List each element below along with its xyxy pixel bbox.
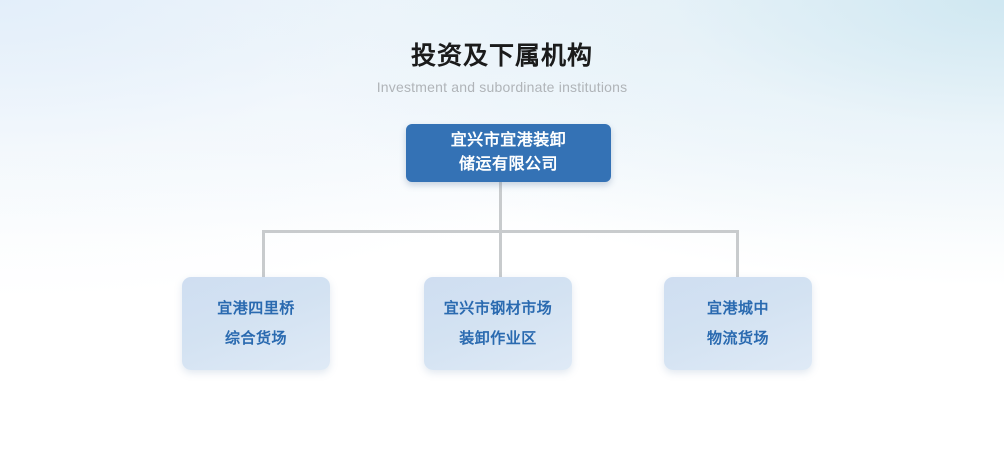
org-node-root-line-1: 宜兴市宜港装卸: [450, 132, 567, 149]
page-subtitle: Investment and subordinate institutions: [376, 79, 628, 95]
org-node-child-1-line-1: 宜港四里桥: [217, 299, 295, 317]
org-node-child-2-line-2: 装卸作业区: [459, 329, 537, 347]
page-header: 投资及下属机构 Investment and subordinate insti…: [0, 40, 1004, 96]
connector-drop-left: [262, 230, 265, 278]
connector-stem-center: [499, 182, 502, 278]
org-node-root-line-2: 储运有限公司: [458, 156, 558, 173]
page-title: 投资及下属机构: [410, 42, 593, 70]
connector-drop-right: [736, 230, 739, 278]
org-node-child-1-line-2: 综合货场: [224, 329, 287, 347]
org-node-child-3[interactable]: 宜港城中 物流货场: [664, 277, 812, 370]
org-node-child-2-line-1: 宜兴市钢材市场: [443, 299, 553, 317]
org-node-child-1[interactable]: 宜港四里桥 综合货场: [182, 277, 330, 370]
org-node-child-3-line-2: 物流货场: [706, 329, 769, 347]
org-node-child-2[interactable]: 宜兴市钢材市场 装卸作业区: [424, 277, 572, 370]
org-node-root[interactable]: 宜兴市宜港装卸 储运有限公司: [406, 124, 611, 182]
org-node-child-3-line-1: 宜港城中: [706, 299, 769, 317]
connector-horizontal-bus: [262, 230, 738, 233]
